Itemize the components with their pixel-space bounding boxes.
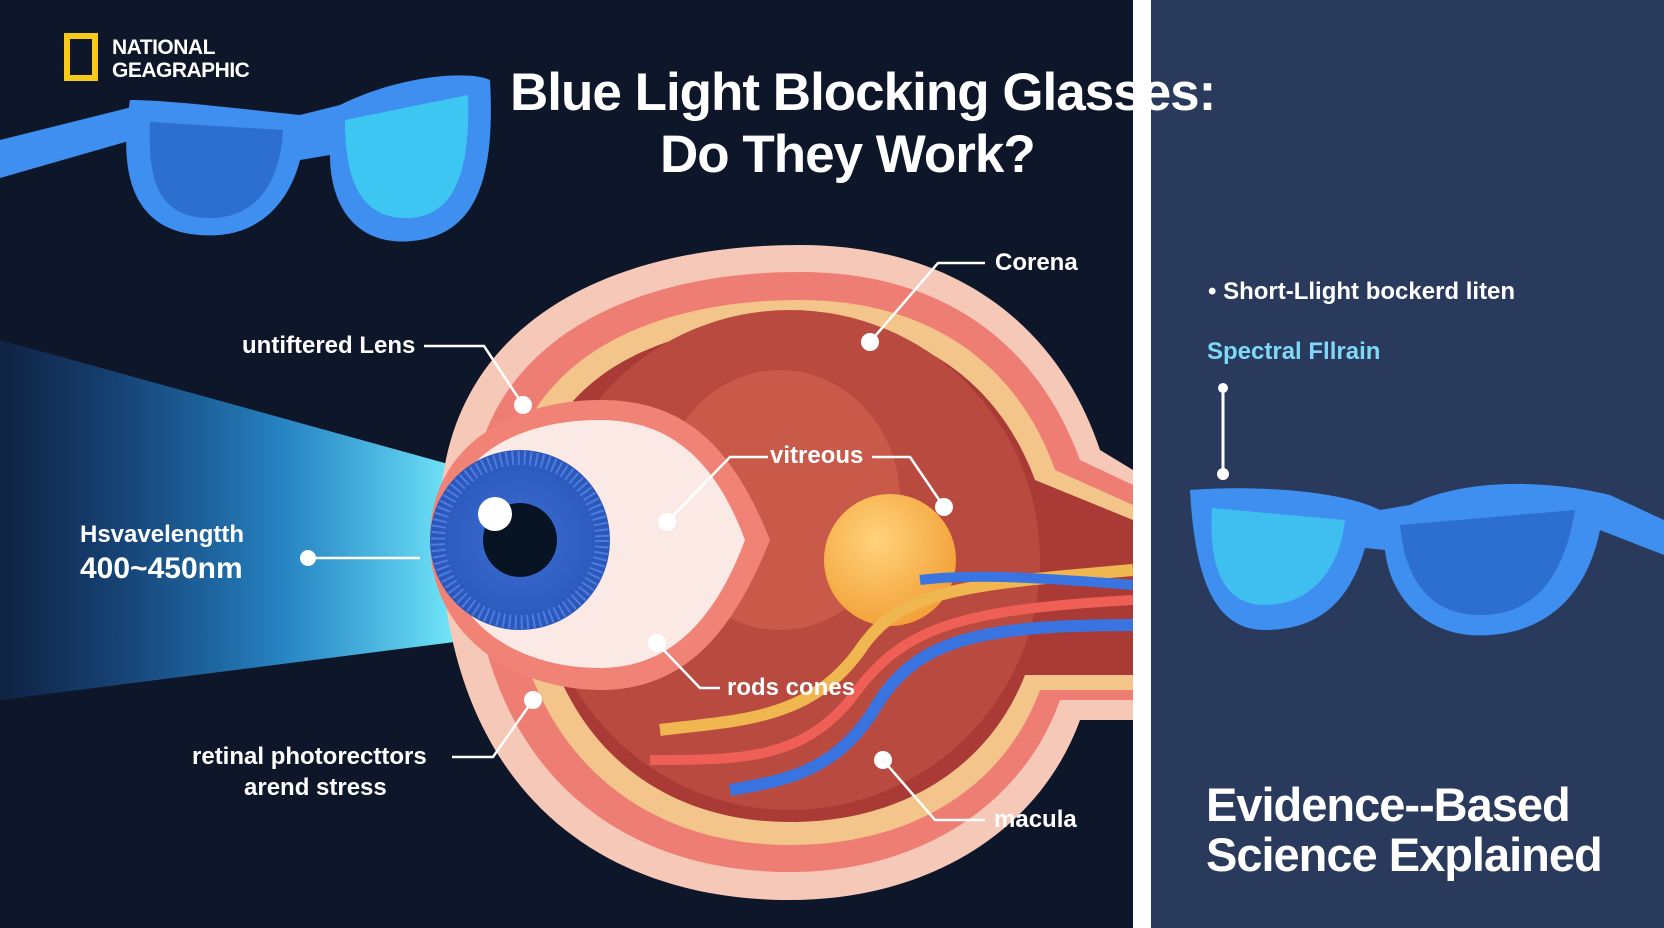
leader-dots xyxy=(300,333,953,769)
eye-anatomy-illustration xyxy=(430,245,1133,900)
leader-lines xyxy=(308,261,985,822)
label-wavelength-name: Hsvavelengtth xyxy=(80,521,245,548)
right-panel xyxy=(1151,0,1664,928)
label-vitreous: vitreous xyxy=(770,442,864,469)
label-lens: untiftered Lens xyxy=(242,332,416,359)
label-macula: macula xyxy=(994,806,1077,833)
blue-glasses-icon xyxy=(0,75,491,242)
label-wavelength-value: 400~450nm xyxy=(80,552,243,585)
page-title-line1: Blue Light Blocking Glasses: xyxy=(510,63,1216,122)
label-rods-cones: rods cones xyxy=(727,674,856,701)
right-spectral-label: Spectral Fllrain xyxy=(1207,338,1381,365)
blue-glasses-icon-right xyxy=(1190,383,1664,636)
label-retinal-line2: arend stress xyxy=(244,774,387,801)
brand-logo-mark xyxy=(64,33,98,81)
label-retinal-line1: retinal photorecttors xyxy=(192,743,427,770)
page-title-line2: Do They Work? xyxy=(660,125,1036,184)
right-bullet-text: • Short-Llight bockerd liten xyxy=(1208,278,1516,305)
blue-light-beam xyxy=(0,340,470,700)
brand-logo-text: NATIONAL GEAGRAPHIC xyxy=(112,36,250,82)
label-corena: Corena xyxy=(995,249,1078,276)
right-headline: Evidence--Based Science Explained xyxy=(1206,778,1603,881)
panel-divider xyxy=(1133,0,1151,928)
